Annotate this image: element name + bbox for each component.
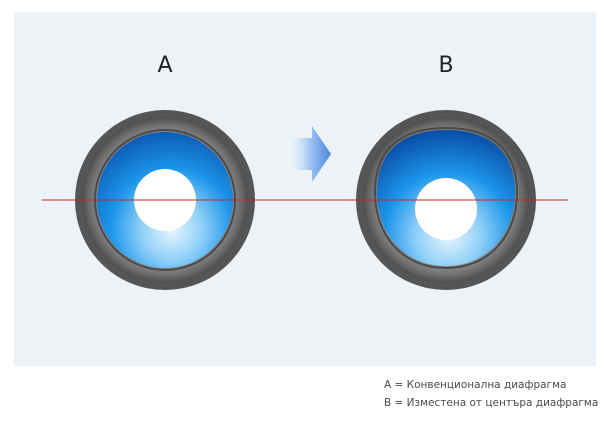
- label-a: A: [157, 53, 172, 78]
- arrow-icon: [286, 126, 331, 182]
- legend-line-a: A = Конвенционална диафрагма: [384, 379, 567, 391]
- legend: A = Конвенционална диафрагма B = Изместе…: [384, 376, 599, 412]
- speaker-b-center-cap: [415, 178, 477, 240]
- label-b: B: [438, 53, 453, 78]
- speaker-b-surround-rim: [373, 126, 519, 270]
- legend-line-b: B = Изместена от центъра диафрагма: [384, 397, 599, 409]
